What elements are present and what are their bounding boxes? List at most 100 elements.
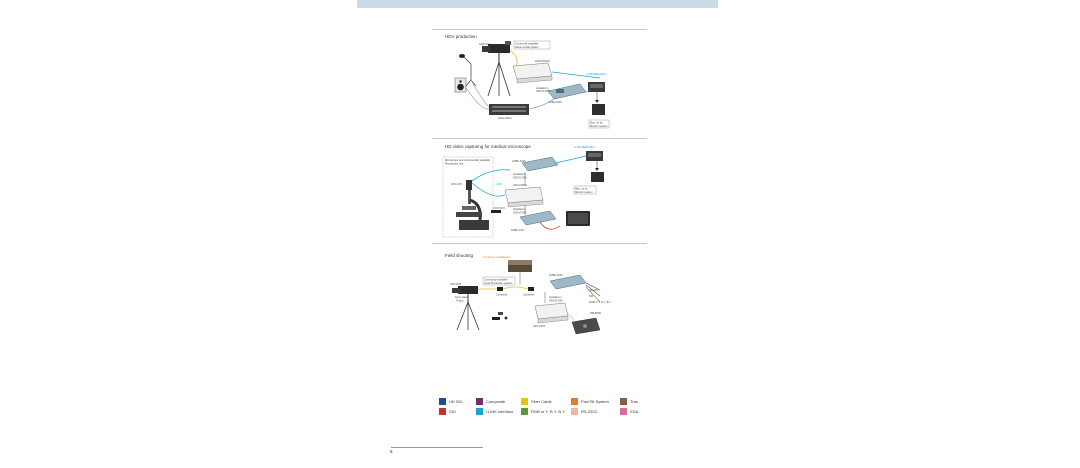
ilink-short-label: i.LINK: [495, 182, 502, 186]
computer-icon: [586, 151, 604, 182]
control-panel-icon: [571, 317, 601, 335]
microscope-note-sub: Microscope unit: [445, 162, 463, 166]
field-installed-label: Installed in: [549, 295, 562, 299]
legend-label: Pan/Tilt System: [581, 399, 609, 404]
legend-swatch: [476, 398, 483, 405]
converter-label-1: Converter: [496, 293, 508, 297]
tape-icon: [491, 210, 501, 213]
field-installed-sub-label: HDV-D-X55: [549, 299, 563, 303]
section-divider: [432, 243, 647, 244]
board-label-3: HVBK-1517: [511, 228, 525, 232]
installed-sub-label-2: HDV-D-X55: [513, 176, 527, 180]
accessory-icon: [498, 312, 503, 315]
installed-label: Installed in: [536, 86, 549, 90]
legend-item: Fiber Cable: [521, 398, 552, 405]
microphone-icon: [459, 54, 477, 87]
out-rgb-label: RGB or Y, R-Y, B-Y: [589, 300, 611, 304]
audio-mixer-icon: [489, 104, 529, 115]
base-station-icon: [534, 302, 569, 324]
field-device-label: HFS-X270: [533, 324, 546, 328]
header-bar: [357, 0, 718, 8]
mac-sub-label: Monitor system: [590, 124, 608, 128]
legend-label: HD SDI: [449, 399, 463, 404]
field-camera-label: HXC-D70: [450, 282, 462, 286]
audio-mixer-label: Audio Mixer: [498, 116, 512, 120]
section-divider: [432, 29, 647, 30]
monitor-icon: [566, 211, 590, 226]
legend-item: Tras: [620, 398, 638, 405]
hdv-deck-icon: [512, 62, 553, 84]
capture-board-icon: [521, 156, 559, 172]
legend-item: HD SDI: [439, 398, 463, 405]
commonly-available-sub-label: Stereo Audio system: [515, 45, 539, 49]
legend-swatch: [439, 408, 446, 415]
legend-label: RGB or Y, R-Y, B-Y: [531, 409, 566, 414]
legend-swatch: [571, 398, 578, 405]
converter-icon: [528, 287, 534, 291]
legend-item: XGA: [620, 408, 638, 415]
capture-board-icon: [549, 274, 587, 290]
capture-board-icon: [519, 210, 557, 226]
accessory-icon: [504, 316, 508, 320]
legend-swatch: [620, 408, 627, 415]
commonly-available-label: Commonly available: [515, 42, 539, 46]
section-title-medical-microscope: HD video capturing for medical microscop…: [445, 144, 531, 149]
mac-label: Mac, on its: [590, 121, 603, 125]
legend-item: i.LINK interface: [476, 408, 513, 415]
legend: HD SDI Composite Fiber Cable Pan/Tilt Sy…: [439, 398, 649, 418]
tripod-note-sub: Tripod: [456, 299, 464, 303]
legend-item: Composite: [476, 398, 505, 405]
mac-sub-label-2: Monitor system: [575, 190, 593, 194]
camcorder-icon: [452, 286, 480, 331]
installed-label-3: Installed in: [513, 207, 526, 211]
field-commonly-label: Commonly available: [484, 278, 508, 282]
field-board-label: HVBK-1515: [549, 273, 563, 277]
legend-item: RGB or Y, R-Y, B-Y: [521, 408, 565, 415]
field-note: Commonly available/etc.: [483, 255, 512, 259]
microscope-note: Microscope and commercially available: [445, 158, 491, 162]
microscope-icon: [456, 180, 489, 230]
converter-icon: [497, 287, 503, 291]
ilink-label-2: i.LINK(IEEE1394): [574, 145, 595, 149]
out-sdi-label: SDI: [589, 294, 594, 298]
legend-label: Fiber Cable: [531, 399, 552, 404]
legend-swatch: [521, 398, 528, 405]
legend-label: XGA: [630, 409, 639, 414]
legend-swatch: [620, 398, 627, 405]
field-commonly-sub-label: Local Production system: [484, 281, 512, 285]
speaker-icon: [454, 77, 467, 93]
out-hdsdi-label: HD-SDI: [589, 288, 598, 292]
legend-label: RS-232C: [581, 409, 598, 414]
legend-swatch: [571, 408, 578, 415]
camera-label: HVR-V1U: [479, 42, 491, 46]
field-shooting-diagram: Commonly available/etc. HXC-D70 Sony sta…: [450, 255, 611, 335]
microscope-diagram: Microscope and commercially available Mi…: [442, 145, 604, 238]
legend-swatch: [439, 398, 446, 405]
deck-label: HVR-M15AU: [535, 59, 550, 63]
installed-sub-label-3: HDV-D-X55: [513, 211, 527, 215]
ilink-label: i.LINK(IEEE1394): [586, 72, 607, 76]
board-label: HVBK-1515: [548, 100, 562, 104]
installed-label-2: Installed in: [513, 172, 526, 176]
legend-label: Tras: [630, 399, 638, 404]
legend-label: Composite: [486, 399, 506, 404]
section-divider: [432, 138, 647, 139]
field-panel-label: RM-B750: [590, 311, 602, 315]
legend-item: Pan/Tilt System: [571, 398, 609, 405]
section-title-field-shooting: Field shooting: [445, 253, 474, 258]
section-title-hdv-production: HDV production: [445, 34, 477, 39]
legend-swatch: [476, 408, 483, 415]
camcorder-icon: [482, 41, 511, 97]
legend-item: RS-232C: [571, 408, 597, 415]
capture-board-icon: [547, 83, 587, 100]
legend-label: SDI: [449, 409, 456, 414]
hdv-deck-icon: [504, 186, 544, 208]
converter-label-2: Converter: [523, 293, 535, 297]
accessory-icon: [492, 317, 500, 320]
computer-icon: [588, 82, 605, 115]
tripod-note: Sony stand: [455, 295, 469, 299]
deck-label-2: HDV-L500U: [513, 183, 527, 187]
field-photo-icon: [508, 260, 532, 272]
hdv-production-diagram: HVR-V1U Commonly available Stereo Audio …: [454, 40, 610, 129]
